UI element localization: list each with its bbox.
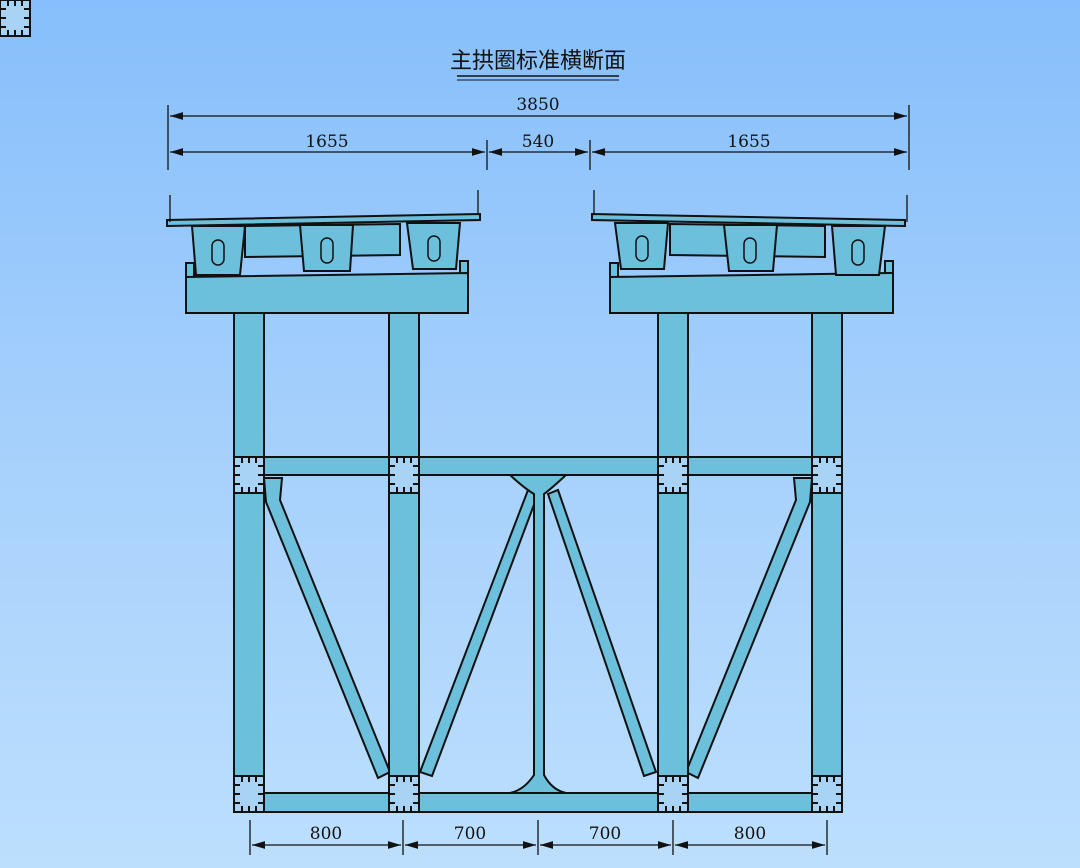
joint-boxes (0, 0, 31, 37)
dim-left-deck: 1655 (305, 132, 348, 152)
dim-gap: 540 (522, 132, 554, 152)
dim-right-deck: 1655 (727, 132, 770, 152)
left-deck (166, 190, 481, 314)
dim-bottom-1: 800 (310, 824, 342, 844)
right-deck (591, 190, 908, 314)
dim-bottom-4: 800 (734, 824, 766, 844)
bottom-cross-beam (233, 792, 843, 813)
diagonal-braces (262, 474, 814, 794)
top-cross-beam (233, 456, 843, 476)
dim-bottom-2: 700 (454, 824, 486, 844)
dimension-lines-top (167, 105, 910, 170)
dim-bottom-3: 700 (589, 824, 621, 844)
drawing-title: 主拱圈标准横断面 (450, 49, 626, 74)
dimension-lines-bottom (249, 820, 828, 855)
columns (233, 312, 843, 813)
dim-total: 3850 (516, 95, 559, 115)
